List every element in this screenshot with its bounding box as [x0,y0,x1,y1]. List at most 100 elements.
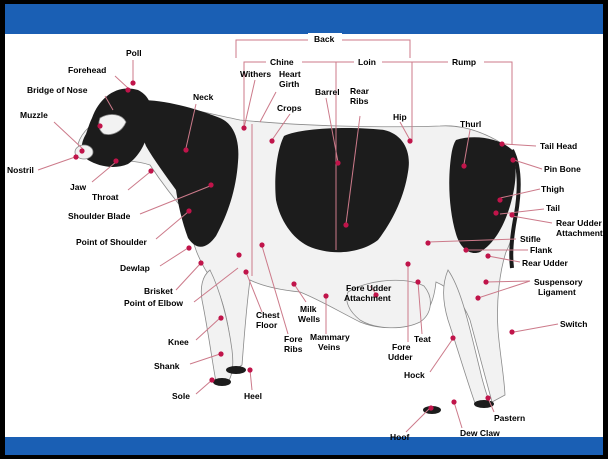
dot-pin-bone [510,157,515,162]
dot-susp-2 [475,295,480,300]
label-teat: Teat [414,334,431,344]
label-heart-girth-2: Girth [279,79,299,89]
dot-throat [148,168,153,173]
label-dew-claw: Dew Claw [460,428,500,438]
label-thigh: Thigh [541,184,564,194]
label-muzzle: Muzzle [20,110,48,120]
label-throat: Throat [92,192,119,202]
cow-front-hoof [226,366,246,374]
dot-fore-udder [405,261,410,266]
label-tail-head: Tail Head [540,141,577,151]
dot-elbow [236,252,241,257]
label-dewlap: Dewlap [120,263,150,273]
label-chest-floor-2: Floor [256,320,278,330]
dot-point-shoulder [186,208,191,213]
label-point-of-elbow: Point of Elbow [124,298,183,308]
dot-shank [218,351,223,356]
dot-tail-head [499,141,504,146]
leader-tail-head [504,144,536,146]
dot-rear-ribs [343,222,348,227]
dot-forehead [125,87,130,92]
leader-point-shoulder [156,212,188,239]
label-shank: Shank [154,361,180,371]
dot-neck [183,147,188,152]
label-fore-ribs-2: Ribs [284,344,303,354]
label-pastern: Pastern [494,413,525,423]
leader-forehead [115,76,128,88]
label-rear-ribs-1: Rear [350,86,370,96]
label-sole: Sole [172,391,190,401]
label-fore-udder-attachment-2: Attachment [344,293,391,303]
dot-rua [509,212,514,217]
dot-switch [509,329,514,334]
label-forehead: Forehead [68,65,106,75]
leader-hock [430,340,452,372]
label-rear-ribs-2: Ribs [350,96,369,106]
label-tail: Tail [546,203,560,213]
label-neck: Neck [193,92,214,102]
label-hoof: Hoof [390,432,410,442]
label-nostril: Nostril [7,165,34,175]
label-crops: Crops [277,103,302,113]
label-chest-floor-1: Chest [256,310,280,320]
label-fore-udder-2: Udder [388,352,413,362]
label-pin-bone: Pin Bone [544,164,581,174]
dot-hock [450,335,455,340]
label-mammary-veins-2: Veins [318,342,340,352]
leader-brisket [176,264,200,290]
dot-mammary [323,293,328,298]
dot-dew-claw [451,399,456,404]
label-suspensory-ligament-1: Suspensory [534,277,583,287]
label-barrel: Barrel [315,87,340,97]
label-poll: Poll [126,48,142,58]
dot-crops [269,138,274,143]
leader-hoof [406,408,430,432]
label-milk-wells-1: Milk [300,304,317,314]
dot-hoof [428,405,433,410]
leader-dewlap [160,248,188,266]
dot-flank [463,247,468,252]
leader-rua [512,216,552,223]
dot-knee [218,315,223,320]
label-milk-wells-2: Wells [298,314,320,324]
dot-fore-ribs [259,242,264,247]
label-mammary-veins-1: Mammary [310,332,350,342]
leader-dew-claw [454,402,462,428]
dot-bridge [97,123,102,128]
label-fore-udder-1: Fore [392,342,411,352]
label-heart-girth-1: Heart [279,69,301,79]
dot-dewlap [186,245,191,250]
dot-hip [407,138,412,143]
label-thurl: Thurl [460,119,481,129]
label-rear-udder-attachment-1: Rear Udder [556,218,603,228]
leader-throat [128,172,150,190]
label-jaw: Jaw [70,182,86,192]
label-rump: Rump [452,57,476,67]
leader-nostril [38,156,78,170]
dot-susp [483,279,488,284]
dot-nostril [73,154,78,159]
dot-brisket [198,260,203,265]
dot-pastern [485,395,490,400]
label-loin: Loin [358,57,376,67]
dot-shoulder-blade [208,182,213,187]
label-hip: Hip [393,112,407,122]
dot-poll [130,80,135,85]
label-shoulder-blade: Shoulder Blade [68,211,131,221]
label-switch: Switch [560,319,587,329]
label-fore-udder-attachment-1: Fore Udder [346,283,392,293]
dot-stifle [425,240,430,245]
dot-tail [497,197,502,202]
cow-front-hoof-far [213,378,231,386]
dot-thigh [493,210,498,215]
label-stifle: Stifle [520,234,541,244]
label-rear-udder-attachment-2: Attachment [556,228,603,238]
leader-heart-girth [260,92,276,122]
leader-sole [196,380,212,394]
label-back: Back [314,34,335,44]
label-bridge-of-nose: Bridge of Nose [27,85,88,95]
label-flank: Flank [530,245,552,255]
label-rear-udder: Rear Udder [522,258,569,268]
